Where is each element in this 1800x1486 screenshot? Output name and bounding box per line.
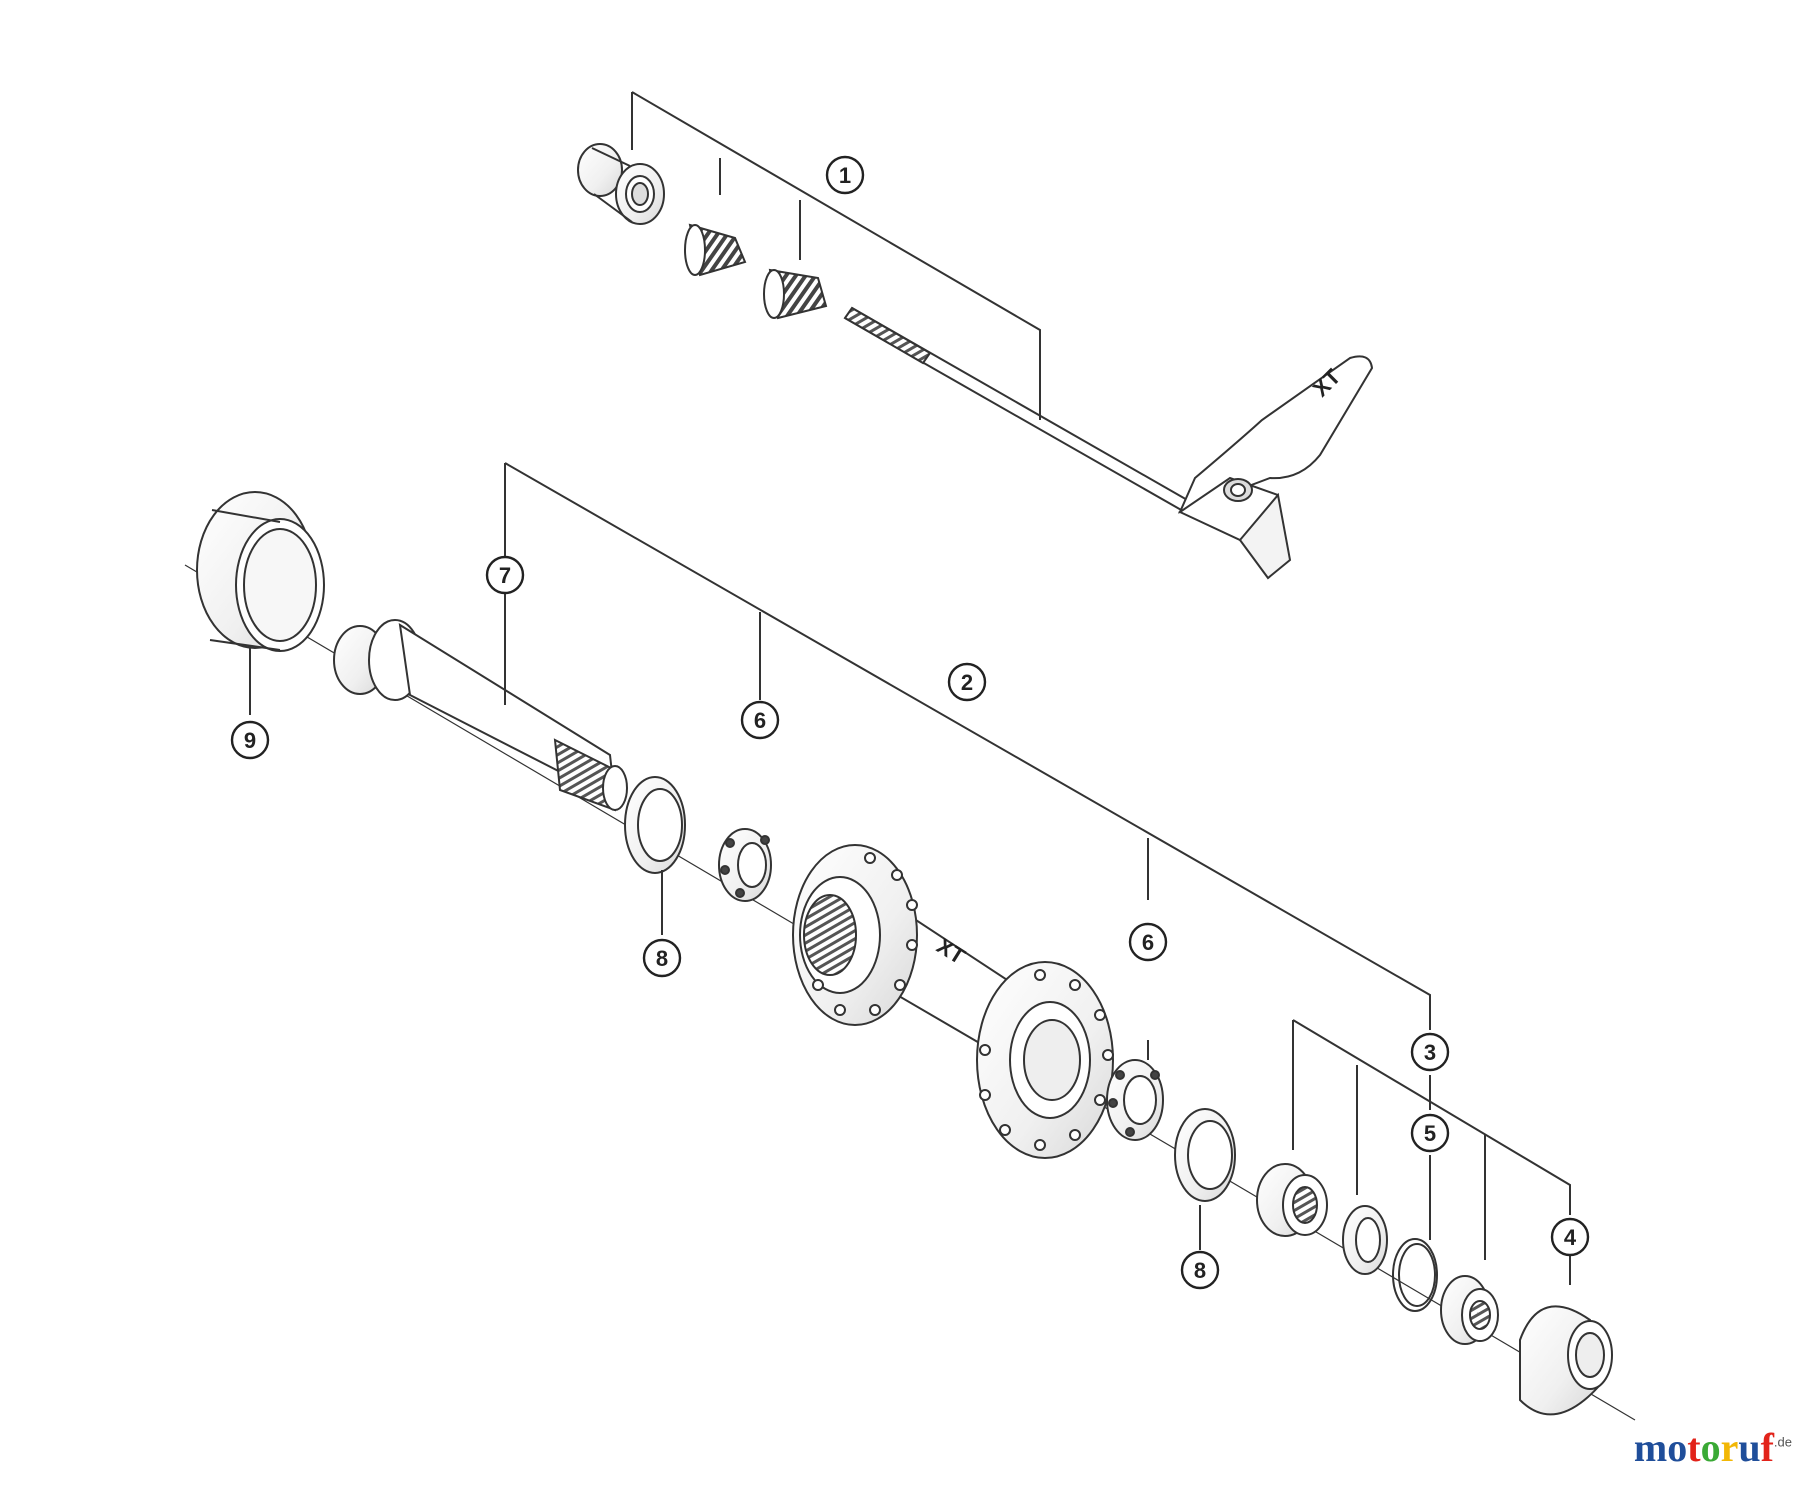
callout-6-right: 6 [1128,922,1168,962]
part-8-seal-right [1174,1108,1236,1202]
part-6-cone-right [1106,1059,1164,1141]
callout-4: 4 [1550,1217,1590,1257]
hub-assembly: XT [184,491,1636,1421]
callout-7-number: 7 [499,563,511,588]
watermark-suffix: .de [1773,1434,1792,1450]
motoruf-watermark: motoruf.de [1634,1428,1792,1468]
skewer-spring-inner [763,268,828,320]
callout-5-number: 5 [1424,1121,1436,1146]
watermark-letter: f [1760,1425,1774,1470]
callout-8-right-number: 8 [1194,1258,1206,1283]
callout-1-number: 1 [839,163,851,188]
part-6-cone-left [718,828,772,902]
callout-6-left: 6 [740,700,780,740]
callout-2-number: 2 [961,670,973,695]
watermark-letter: m [1633,1425,1668,1470]
part-3-locknut [1256,1163,1328,1237]
callout-8-left: 8 [642,938,682,978]
callout-8-left-number: 8 [656,946,668,971]
skewer-spring-outer [684,223,747,277]
callout-6-left-number: 6 [754,708,766,733]
callout-5: 5 [1410,1113,1450,1153]
callout-8-right: 8 [1180,1250,1220,1290]
part-3-bearing-nut [1440,1275,1499,1345]
callout-2: 2 [947,662,987,702]
callout-3: 3 [1410,1032,1450,1072]
callout-4-number: 4 [1564,1225,1577,1250]
part-4-end-cap [1519,1305,1613,1416]
hub-shell: XT [792,844,1114,1159]
watermark-letter: o [1700,1425,1721,1470]
callout-9-number: 9 [244,728,256,753]
callout-3-number: 3 [1424,1040,1436,1065]
callout-7: 7 [485,555,525,595]
part-8-seal-left [624,776,686,874]
watermark-letter: u [1738,1425,1761,1470]
callout-1-bracket [631,91,1041,420]
skewer-nut [577,143,665,225]
callout-1: 1 [825,155,865,195]
hub-callout-brackets [249,462,1571,1285]
watermark-letters: motoruf [1634,1425,1774,1470]
part-3-washer [1342,1205,1388,1275]
watermark-letter: o [1667,1425,1688,1470]
callouts: 1 2 3 4 5 6 6 7 [230,155,1590,1290]
part-5-o-ring [1392,1238,1438,1312]
callout-9: 9 [230,720,270,760]
watermark-letter: r [1720,1425,1739,1470]
quick-release-skewer: XT [577,143,1374,580]
watermark-letter: t [1687,1425,1701,1470]
part-7-axle [333,619,628,812]
skewer-lever: XT [1177,355,1374,580]
callout-6-right-number: 6 [1142,930,1154,955]
part-9-end-cap [196,491,325,652]
